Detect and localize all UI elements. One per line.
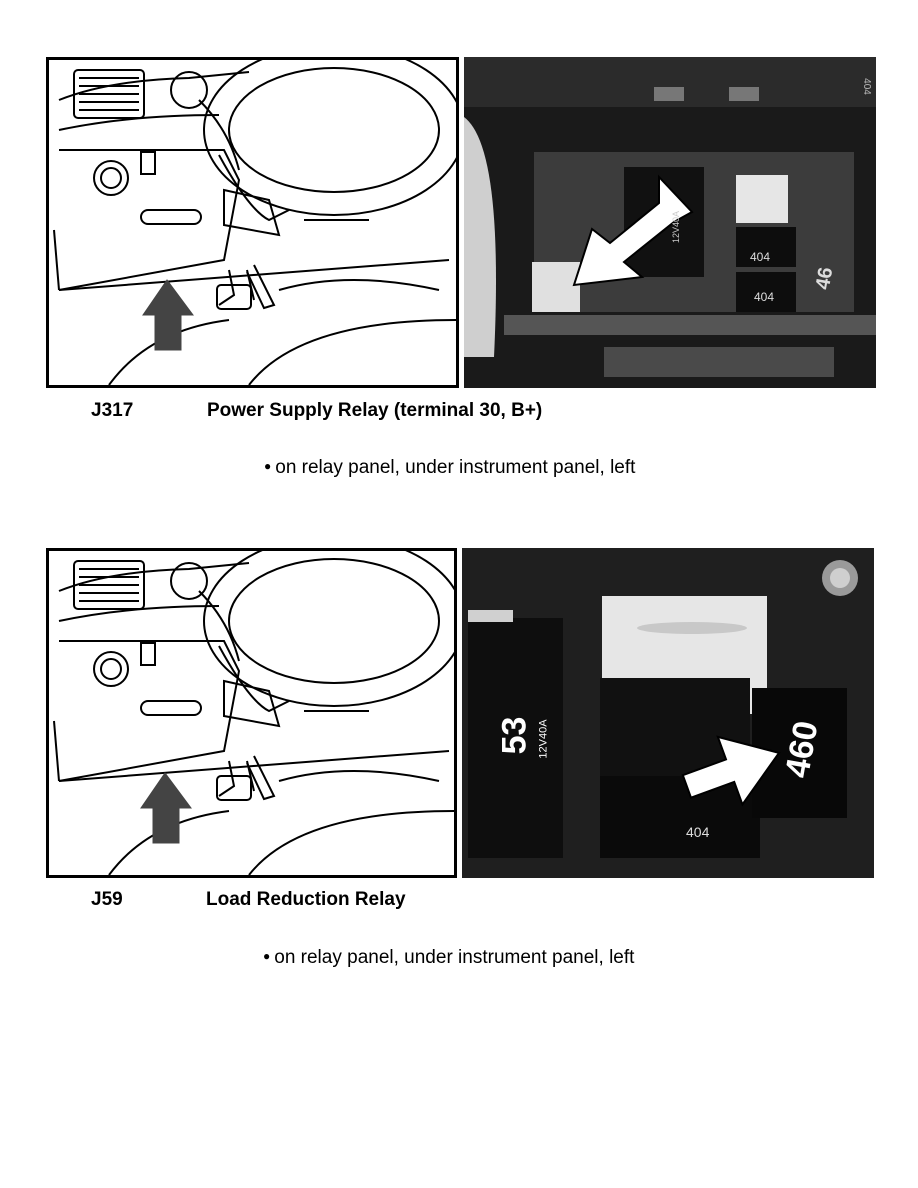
dashboard-line-drawing (53, 551, 454, 875)
location-text-2: on relay panel, under instrument panel, … (274, 947, 635, 968)
component-title-load-reduction-relay: Load Reduction Relay (206, 889, 406, 910)
photo-label-404-a: 404 (860, 78, 872, 95)
photo-label-12v40a: 12V40A (537, 719, 550, 759)
bullet-icon: ● (264, 459, 272, 473)
photo-label-46: 46 (811, 265, 838, 292)
relay-photo-rendering (464, 57, 876, 388)
relay-panel-photo-2: 53 12V40A 460 404 (462, 548, 874, 878)
dashboard-line-drawing (53, 60, 456, 385)
component-code-j59: J59 (91, 889, 123, 910)
photo-label-404-c: 404 (754, 290, 775, 304)
photo-label-53: 53 (495, 716, 534, 755)
photo-label-404: 404 (686, 824, 710, 840)
relay-panel-photo-1: 404 404 46 404 12V40A (464, 57, 876, 388)
relay-photo-rendering (462, 548, 874, 878)
component-code-j317: J317 (91, 400, 134, 421)
location-note-2: ●on relay panel, under instrument panel,… (263, 947, 634, 969)
dashboard-illustration-2 (46, 548, 457, 878)
bullet-icon: ● (263, 949, 271, 963)
component-title-power-supply-relay: Power Supply Relay (terminal 30, B+) (207, 400, 543, 421)
location-note-1: ●on relay panel, under instrument panel,… (264, 457, 635, 479)
photo-label-404-b: 404 (750, 250, 771, 264)
dashboard-illustration-1 (46, 57, 459, 388)
location-text-1: on relay panel, under instrument panel, … (275, 457, 636, 478)
photo-label-12v40a: 12V40A (671, 210, 682, 244)
